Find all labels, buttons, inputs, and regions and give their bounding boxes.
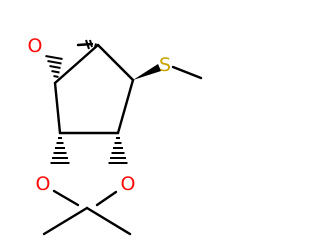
hash-bond-epoxide-top — [85, 39, 93, 50]
bond-o-epoxide-c2 — [76, 42, 94, 47]
bond-o-right-cq — [95, 190, 118, 207]
bond-c2-c3 — [96, 43, 135, 82]
bond-o-left-cq — [52, 189, 80, 207]
bond-s-methyl — [171, 65, 203, 80]
hash-bond-dioxolane-left — [50, 137, 70, 164]
hash-bonds — [45, 43, 128, 164]
wedge-bond-sulfur — [133, 64, 161, 80]
atom-label-dioxolane-oxygen-left: O — [36, 173, 51, 195]
bond-cq-methyl-right — [85, 206, 132, 236]
hash-bond-dioxolane-right — [108, 137, 128, 164]
bond-cq-methyl-left — [42, 206, 89, 236]
atom-label-sulfur: S — [159, 54, 171, 76]
bond-c1-c2 — [53, 43, 100, 85]
atom-label-epoxide-oxygen: O — [28, 35, 43, 57]
hash-bond-epoxide-c2 — [94, 43, 97, 48]
bond-c5-c1 — [53, 81, 62, 135]
bond-lines — [42, 42, 203, 236]
bond-c3-c4 — [116, 78, 135, 135]
atom-label-dioxolane-oxygen-right: O — [121, 173, 136, 195]
hash-bond-epoxide-c1 — [45, 55, 63, 78]
molecule-structure-diagram: O S O O — [28, 35, 203, 236]
